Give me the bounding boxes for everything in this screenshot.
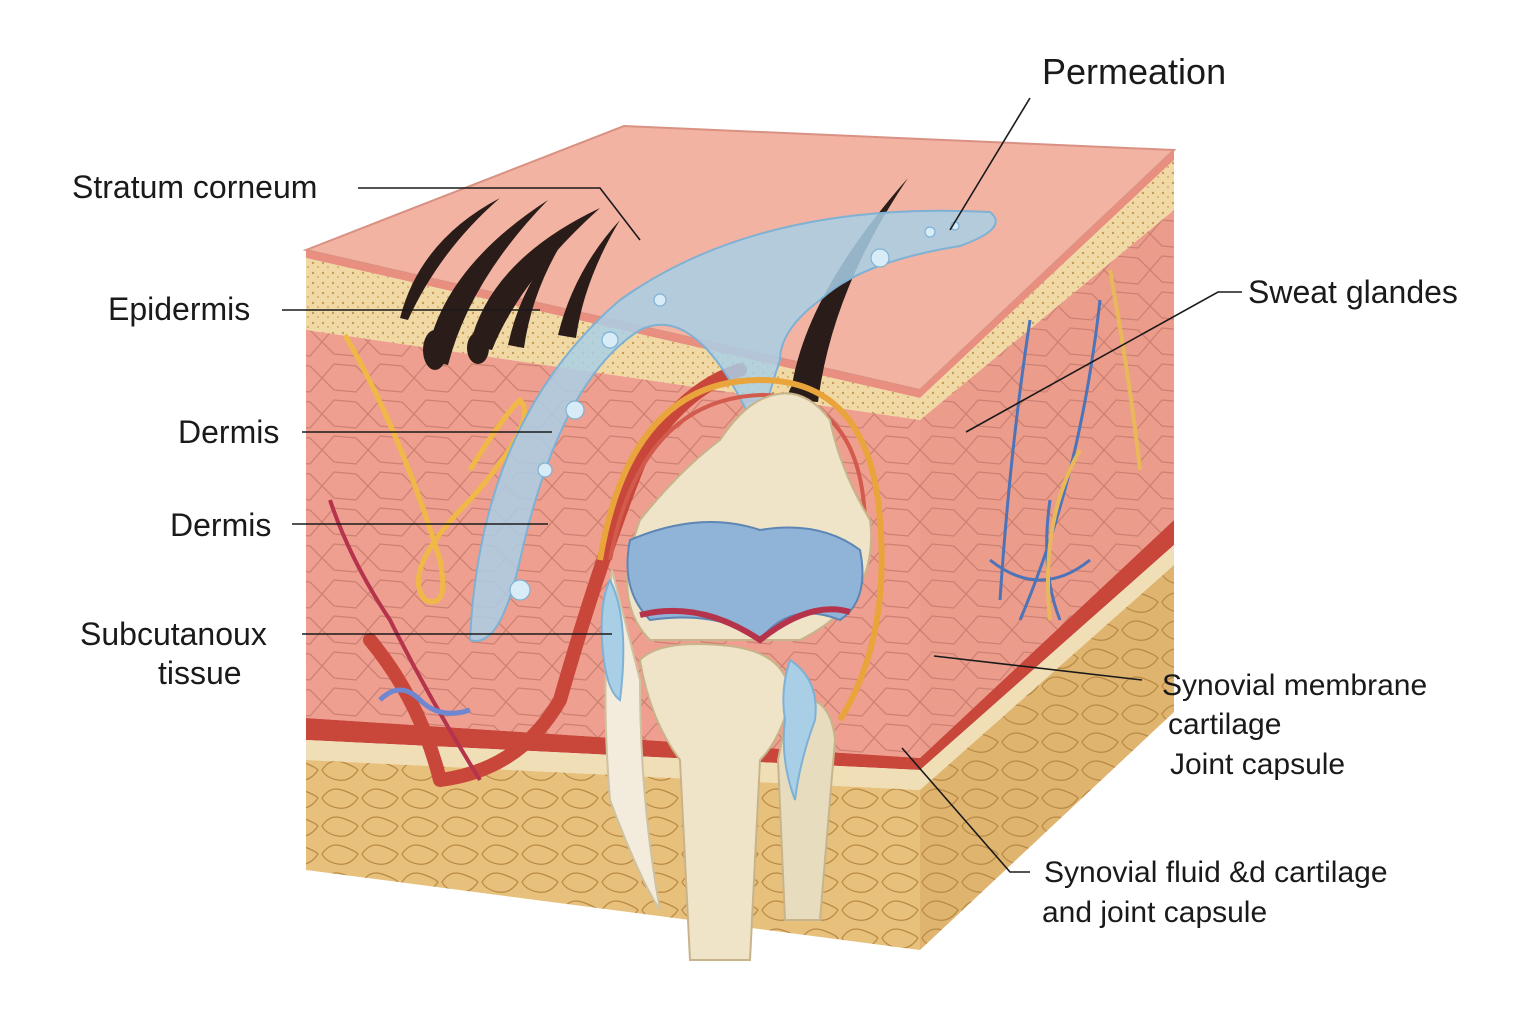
blood-vessel [363,363,747,787]
hair-bulb [423,330,447,370]
joint-capsule [597,376,885,722]
front-subcutaneous-fat [306,760,920,950]
label-subcutaneous-line1: Subcutanoux [80,616,267,652]
side-nerve [1046,269,1142,621]
side-fascia-band [920,545,1174,790]
label-dermis-2: Dermis [170,507,271,543]
permeation-droplets [509,221,960,601]
label-joint-capsule: Joint capsule [1170,748,1345,781]
label-epidermis: Epidermis [108,291,250,327]
side-dermis-cells [920,210,1174,758]
label-synovial-fluid-line1: Synovial fluid &d cartilage [1044,856,1388,889]
blood-vessel [328,499,482,782]
hair-shaft [426,200,548,365]
hair-bulb [467,332,489,364]
label-dermis-1: Dermis [178,414,279,450]
meniscus [639,606,851,644]
labels: Permeation Stratum corneum Epidermis Der… [72,51,1458,929]
label-sweat-glands: Sweat glandes [1248,274,1458,310]
label-subcutaneous-line2: tissue [158,655,242,691]
hair-shaft [790,178,908,402]
hair-shaft [470,208,600,350]
leader-sweat-glands [965,291,1242,433]
blue-vessel [378,687,471,716]
hair-shaft [558,220,620,338]
side-subcutaneous-fat [920,565,1174,950]
label-permeation: Permeation [1042,51,1226,92]
leader-permeation [949,97,1031,231]
side-stratum-band [920,150,1174,398]
permeation-channel [468,209,997,642]
synovial-membrane [608,392,867,561]
nerve-fiber [342,333,527,604]
label-stratum-corneum: Stratum corneum [72,169,317,205]
leader-lines [282,97,1242,873]
label-cartilage: cartilage [1168,708,1281,741]
side-epidermis-dots [920,160,1174,420]
label-synovial-fluid-line2: and joint capsule [1042,896,1267,929]
leader-stratum-corneum [358,187,641,241]
knee-joint [597,376,885,961]
leader-synovial-membrane [933,655,1143,681]
label-synovial-membrane: Synovial membrane [1162,669,1427,702]
leader-synovial-fluid [901,747,1030,873]
hair-shaft [508,236,566,348]
synovial-fluid-pocket [600,577,625,702]
hair-shaft [400,198,500,320]
synovial-fluid-pocket [782,658,817,801]
hair-group [400,178,908,414]
side-vessel-band [920,520,1174,770]
